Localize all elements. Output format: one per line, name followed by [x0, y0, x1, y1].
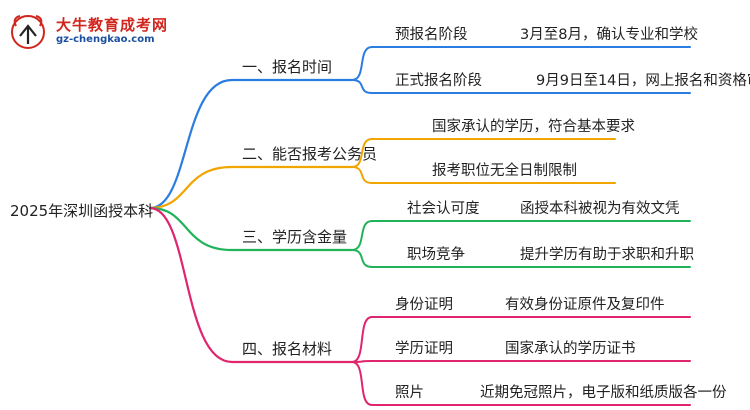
leaf-connector: [351, 46, 373, 81]
watermark-url: gz-chengkao.com: [56, 34, 155, 45]
leaf-term: 国家承认的学历，符合基本要求: [432, 119, 635, 135]
branch-label: 三、学历含金量: [242, 228, 348, 246]
branch-connector: [148, 165, 234, 210]
leaf-term: 职场竞争: [407, 247, 465, 263]
leaf-term: 正式报名阶段: [395, 73, 482, 89]
branch-connector: [148, 206, 234, 364]
leaf-desc: 9月9日至14日，网上报名和资格审核: [536, 73, 750, 89]
watermark-logo: 大牛教育成考网 gz-chengkao.com: [8, 12, 168, 52]
leaf-term: 学历证明: [395, 341, 453, 357]
branch-connector: [148, 78, 234, 210]
bull-logo-icon: [11, 15, 45, 49]
leaf-desc: 3月至8月，确认专业和学校: [520, 27, 698, 43]
watermark-brand: 大牛教育成考网: [56, 16, 169, 34]
leaf-term: 预报名阶段: [395, 27, 468, 43]
branch-label: 四、报名材料: [242, 340, 333, 358]
leaf-connector: [351, 138, 373, 168]
leaf-connector: [351, 316, 373, 363]
leaf-connector: [351, 166, 373, 184]
branch-label: 二、能否报考公务员: [242, 145, 378, 163]
leaf-connector: [351, 249, 373, 268]
leaf-term: 报考职位无全日制限制: [432, 163, 577, 179]
leaf-term: 社会认可度: [407, 201, 480, 217]
leaf-term: 身份证明: [395, 297, 453, 313]
root-topic: 2025年深圳函授本科: [10, 202, 154, 220]
branch-connector: [148, 206, 234, 252]
leaf-connector: [351, 79, 373, 94]
leaf-desc: 函授本科被视为有效文凭: [520, 201, 680, 217]
leaf-desc: 提升学历有助于求职和升职: [520, 247, 694, 263]
leaf-term: 照片: [395, 385, 424, 401]
leaf-desc: 有效身份证原件及复印件: [505, 297, 665, 313]
leaf-connector: [351, 361, 373, 406]
branch-label: 一、报名时间: [242, 58, 333, 76]
leaf-desc: 国家承认的学历证书: [505, 341, 636, 357]
leaf-desc: 近期免冠照片，电子版和纸质版各一份: [480, 385, 727, 401]
leaf-connector: [351, 220, 373, 251]
